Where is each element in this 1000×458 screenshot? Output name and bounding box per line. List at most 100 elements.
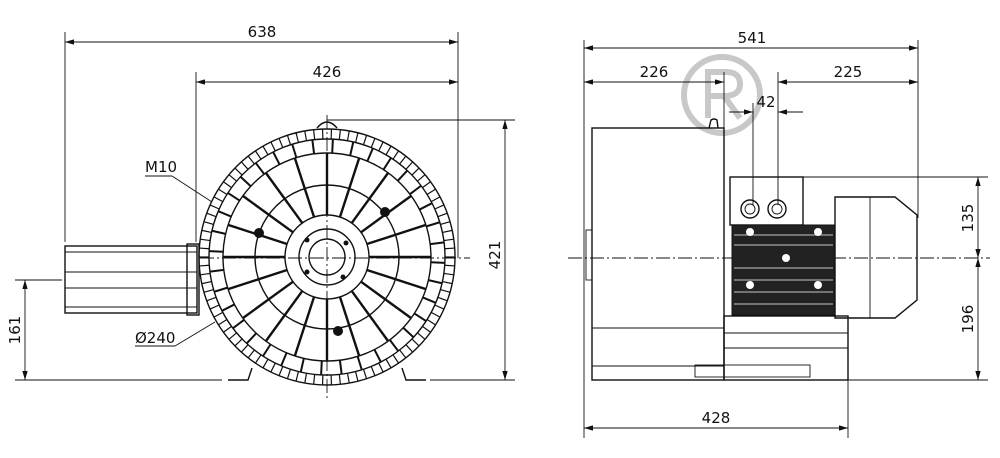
rim-fin: [199, 264, 210, 267]
rim-fin: [346, 130, 350, 141]
impeller-spoke: [338, 296, 361, 357]
rim-fin: [295, 132, 300, 143]
rim-fin: [426, 319, 436, 326]
outer-fin: [331, 139, 334, 154]
rim-fin: [442, 229, 453, 234]
rim-fin: [405, 344, 414, 353]
rim-fin: [411, 167, 420, 176]
rim-fin: [209, 204, 220, 210]
rim-fin: [370, 138, 376, 148]
outer-fin: [299, 358, 305, 373]
impeller-spoke: [366, 223, 427, 246]
rim-fin: [417, 332, 426, 340]
rim-fin: [295, 371, 300, 382]
rim-fin: [385, 358, 392, 369]
rim-fin: [313, 374, 316, 385]
outer-fin: [402, 327, 415, 339]
impeller-spoke: [350, 290, 390, 342]
callout-diameter: Ø240: [135, 329, 175, 347]
rim-fin: [304, 130, 308, 141]
front-view: 638 426 421 161 M10 Ø240: [6, 23, 515, 398]
outer-fin: [426, 221, 441, 228]
rim-fin: [218, 319, 228, 326]
rim-fin: [444, 247, 455, 250]
rim-fin: [422, 181, 431, 189]
dim-terminal-spacing: 42: [756, 93, 775, 111]
base-frame: [694, 315, 849, 381]
rim-fin: [262, 145, 269, 156]
rim-fin: [354, 132, 359, 143]
rim-fin: [209, 304, 220, 310]
outer-fin: [430, 241, 445, 246]
outer-fin: [262, 343, 272, 357]
rim-fin: [354, 371, 359, 382]
rim-fin: [206, 212, 217, 218]
rim-fin: [426, 188, 436, 195]
outer-fin: [209, 268, 224, 273]
rim-fin: [199, 247, 210, 250]
rim-fin: [443, 272, 454, 276]
motor-body: [731, 224, 836, 316]
impeller-spoke: [338, 157, 361, 218]
impeller-spoke: [350, 172, 390, 224]
dim-overall-length: 541: [738, 29, 767, 47]
rim-fin: [262, 358, 269, 369]
rim-fin: [223, 325, 232, 333]
rim-fin: [201, 280, 212, 285]
outer-fin: [320, 360, 323, 375]
dim-lower-height: 196: [959, 305, 977, 334]
outer-fin: [373, 349, 382, 363]
rim-fin: [378, 362, 384, 373]
outer-fin: [382, 157, 392, 171]
rim-fin: [247, 155, 255, 165]
registered-mark-icon: [681, 54, 763, 136]
rim-fin: [392, 150, 400, 160]
rim-fin: [200, 272, 211, 276]
dim-upper-height: 135: [959, 204, 977, 233]
outer-fin: [291, 143, 298, 158]
outer-fin: [413, 312, 427, 322]
outer-fin: [311, 139, 316, 154]
rim-fin: [442, 280, 453, 285]
rim-fin: [234, 167, 243, 176]
rim-fin: [399, 155, 407, 165]
rim-fin: [440, 288, 451, 293]
rim-fin: [437, 212, 448, 218]
motor-housing: [64, 243, 200, 316]
dim-motor-offset: 225: [834, 63, 863, 81]
rim-fin: [444, 264, 455, 267]
rim-fin: [278, 138, 284, 148]
outer-fin: [254, 162, 266, 175]
outer-fin: [422, 296, 437, 304]
outer-fin: [239, 175, 252, 187]
outer-fin: [221, 303, 235, 312]
rim-fin: [443, 238, 454, 242]
outer-fin: [217, 210, 232, 218]
rim-fin: [270, 141, 276, 152]
rim-fin: [286, 135, 292, 145]
dimensions-side: 541 226 225 42 135 196 428: [583, 29, 988, 438]
dim-motor-axis-height: 161: [6, 316, 24, 345]
rim-fin: [437, 296, 448, 302]
callout-m10: M10: [145, 158, 177, 176]
outer-fin: [338, 360, 343, 375]
dim-housing-depth: 226: [640, 63, 669, 81]
rim-fin: [430, 311, 441, 318]
outer-fin: [366, 147, 374, 162]
rim-fin: [240, 344, 249, 353]
rim-fin: [200, 238, 211, 242]
rim-fin: [346, 373, 350, 384]
outer-fin: [356, 356, 363, 371]
dimensions-front: 638 426 421 161: [6, 23, 515, 380]
impeller-spoke: [293, 296, 316, 357]
rim-fin: [203, 221, 214, 226]
callouts: M10 Ø240: [135, 158, 216, 347]
outer-fin: [227, 192, 241, 202]
rim-fin: [240, 161, 249, 170]
rim-fin: [399, 349, 407, 359]
rim-fin: [218, 188, 228, 195]
rim-fin: [430, 196, 441, 203]
rim-fin: [254, 150, 262, 160]
rim-fin: [378, 141, 384, 152]
